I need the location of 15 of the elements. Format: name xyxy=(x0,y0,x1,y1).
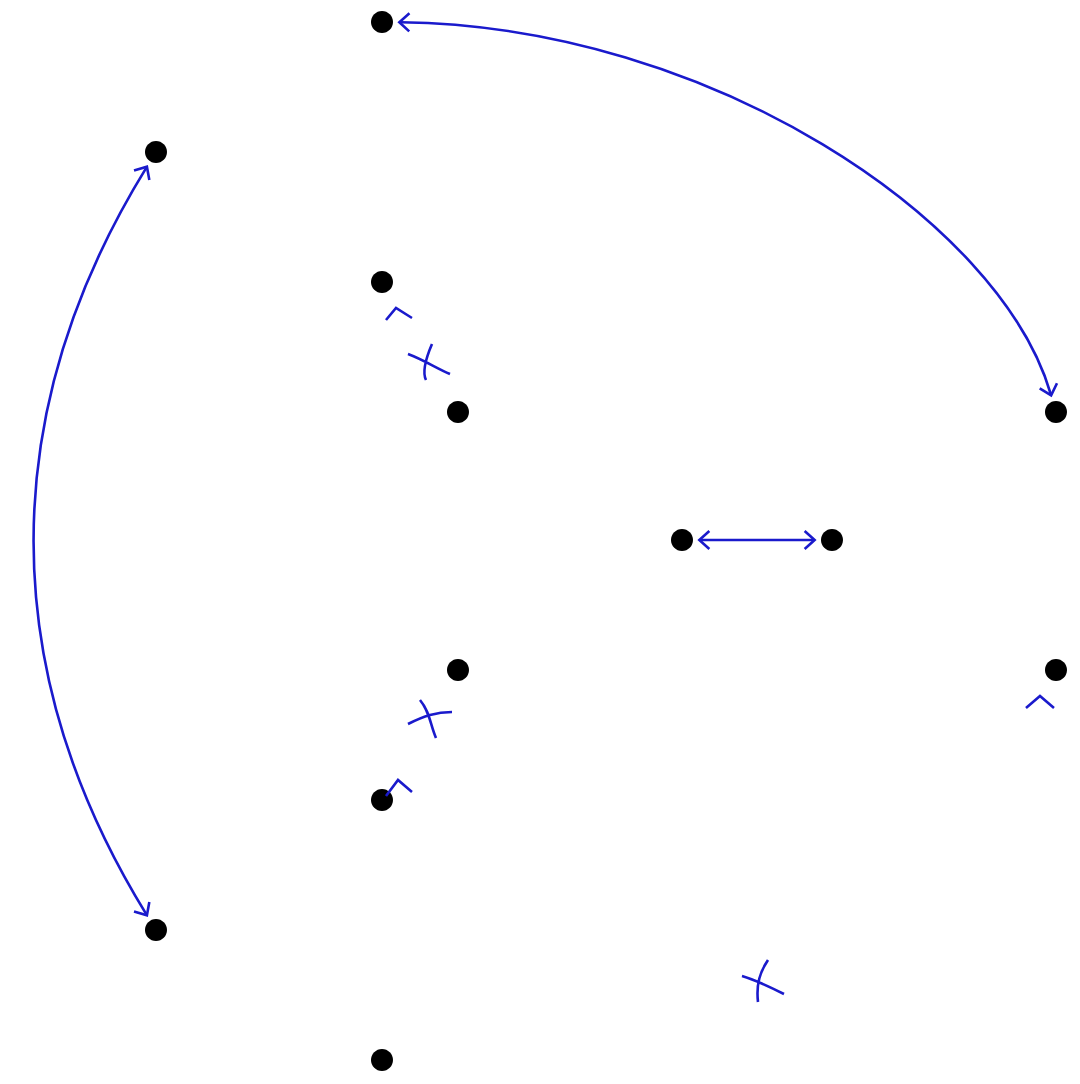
arrow xyxy=(32,165,151,917)
dot xyxy=(371,789,393,811)
arrow xyxy=(697,530,817,550)
arrow xyxy=(397,12,1059,398)
dot xyxy=(145,141,167,163)
dot xyxy=(821,529,843,551)
dot xyxy=(671,529,693,551)
dot xyxy=(371,11,393,33)
dot xyxy=(371,271,393,293)
dot xyxy=(1045,659,1067,681)
dot xyxy=(371,1049,393,1071)
dot xyxy=(447,401,469,423)
dot xyxy=(1045,401,1067,423)
dot xyxy=(145,919,167,941)
dot xyxy=(447,659,469,681)
